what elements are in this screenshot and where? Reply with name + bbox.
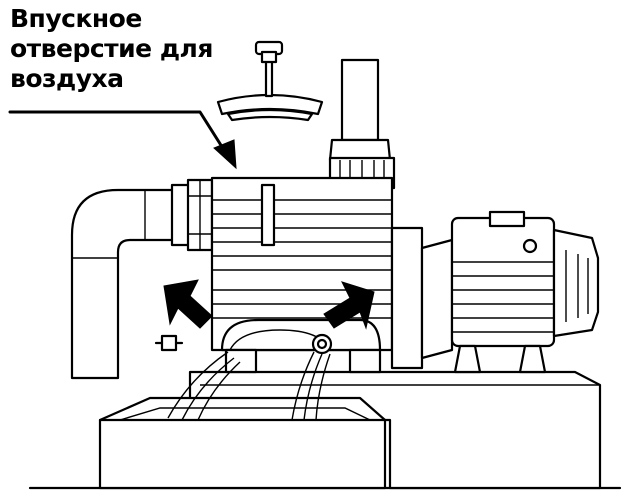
callout-line-2: отверстие для [10, 34, 213, 63]
airflow-arrow-left [163, 279, 213, 329]
discharge-pipe [328, 58, 396, 190]
callout-line-3: воздуха [10, 64, 124, 93]
pump-feet [224, 348, 382, 374]
callout-line-1: Впускное [10, 4, 142, 33]
airflow-arrow-right [323, 281, 375, 330]
drain-plug-icons [154, 333, 333, 355]
pump-motor [390, 210, 600, 374]
callout-leader-arrow [8, 110, 237, 170]
water-basin [98, 396, 387, 490]
air-inlet-callout-label: Впускное отверстие для воздуха [10, 4, 270, 94]
water-streams [167, 351, 331, 421]
suction-pipe [70, 178, 214, 380]
strainer-lid [216, 40, 324, 122]
